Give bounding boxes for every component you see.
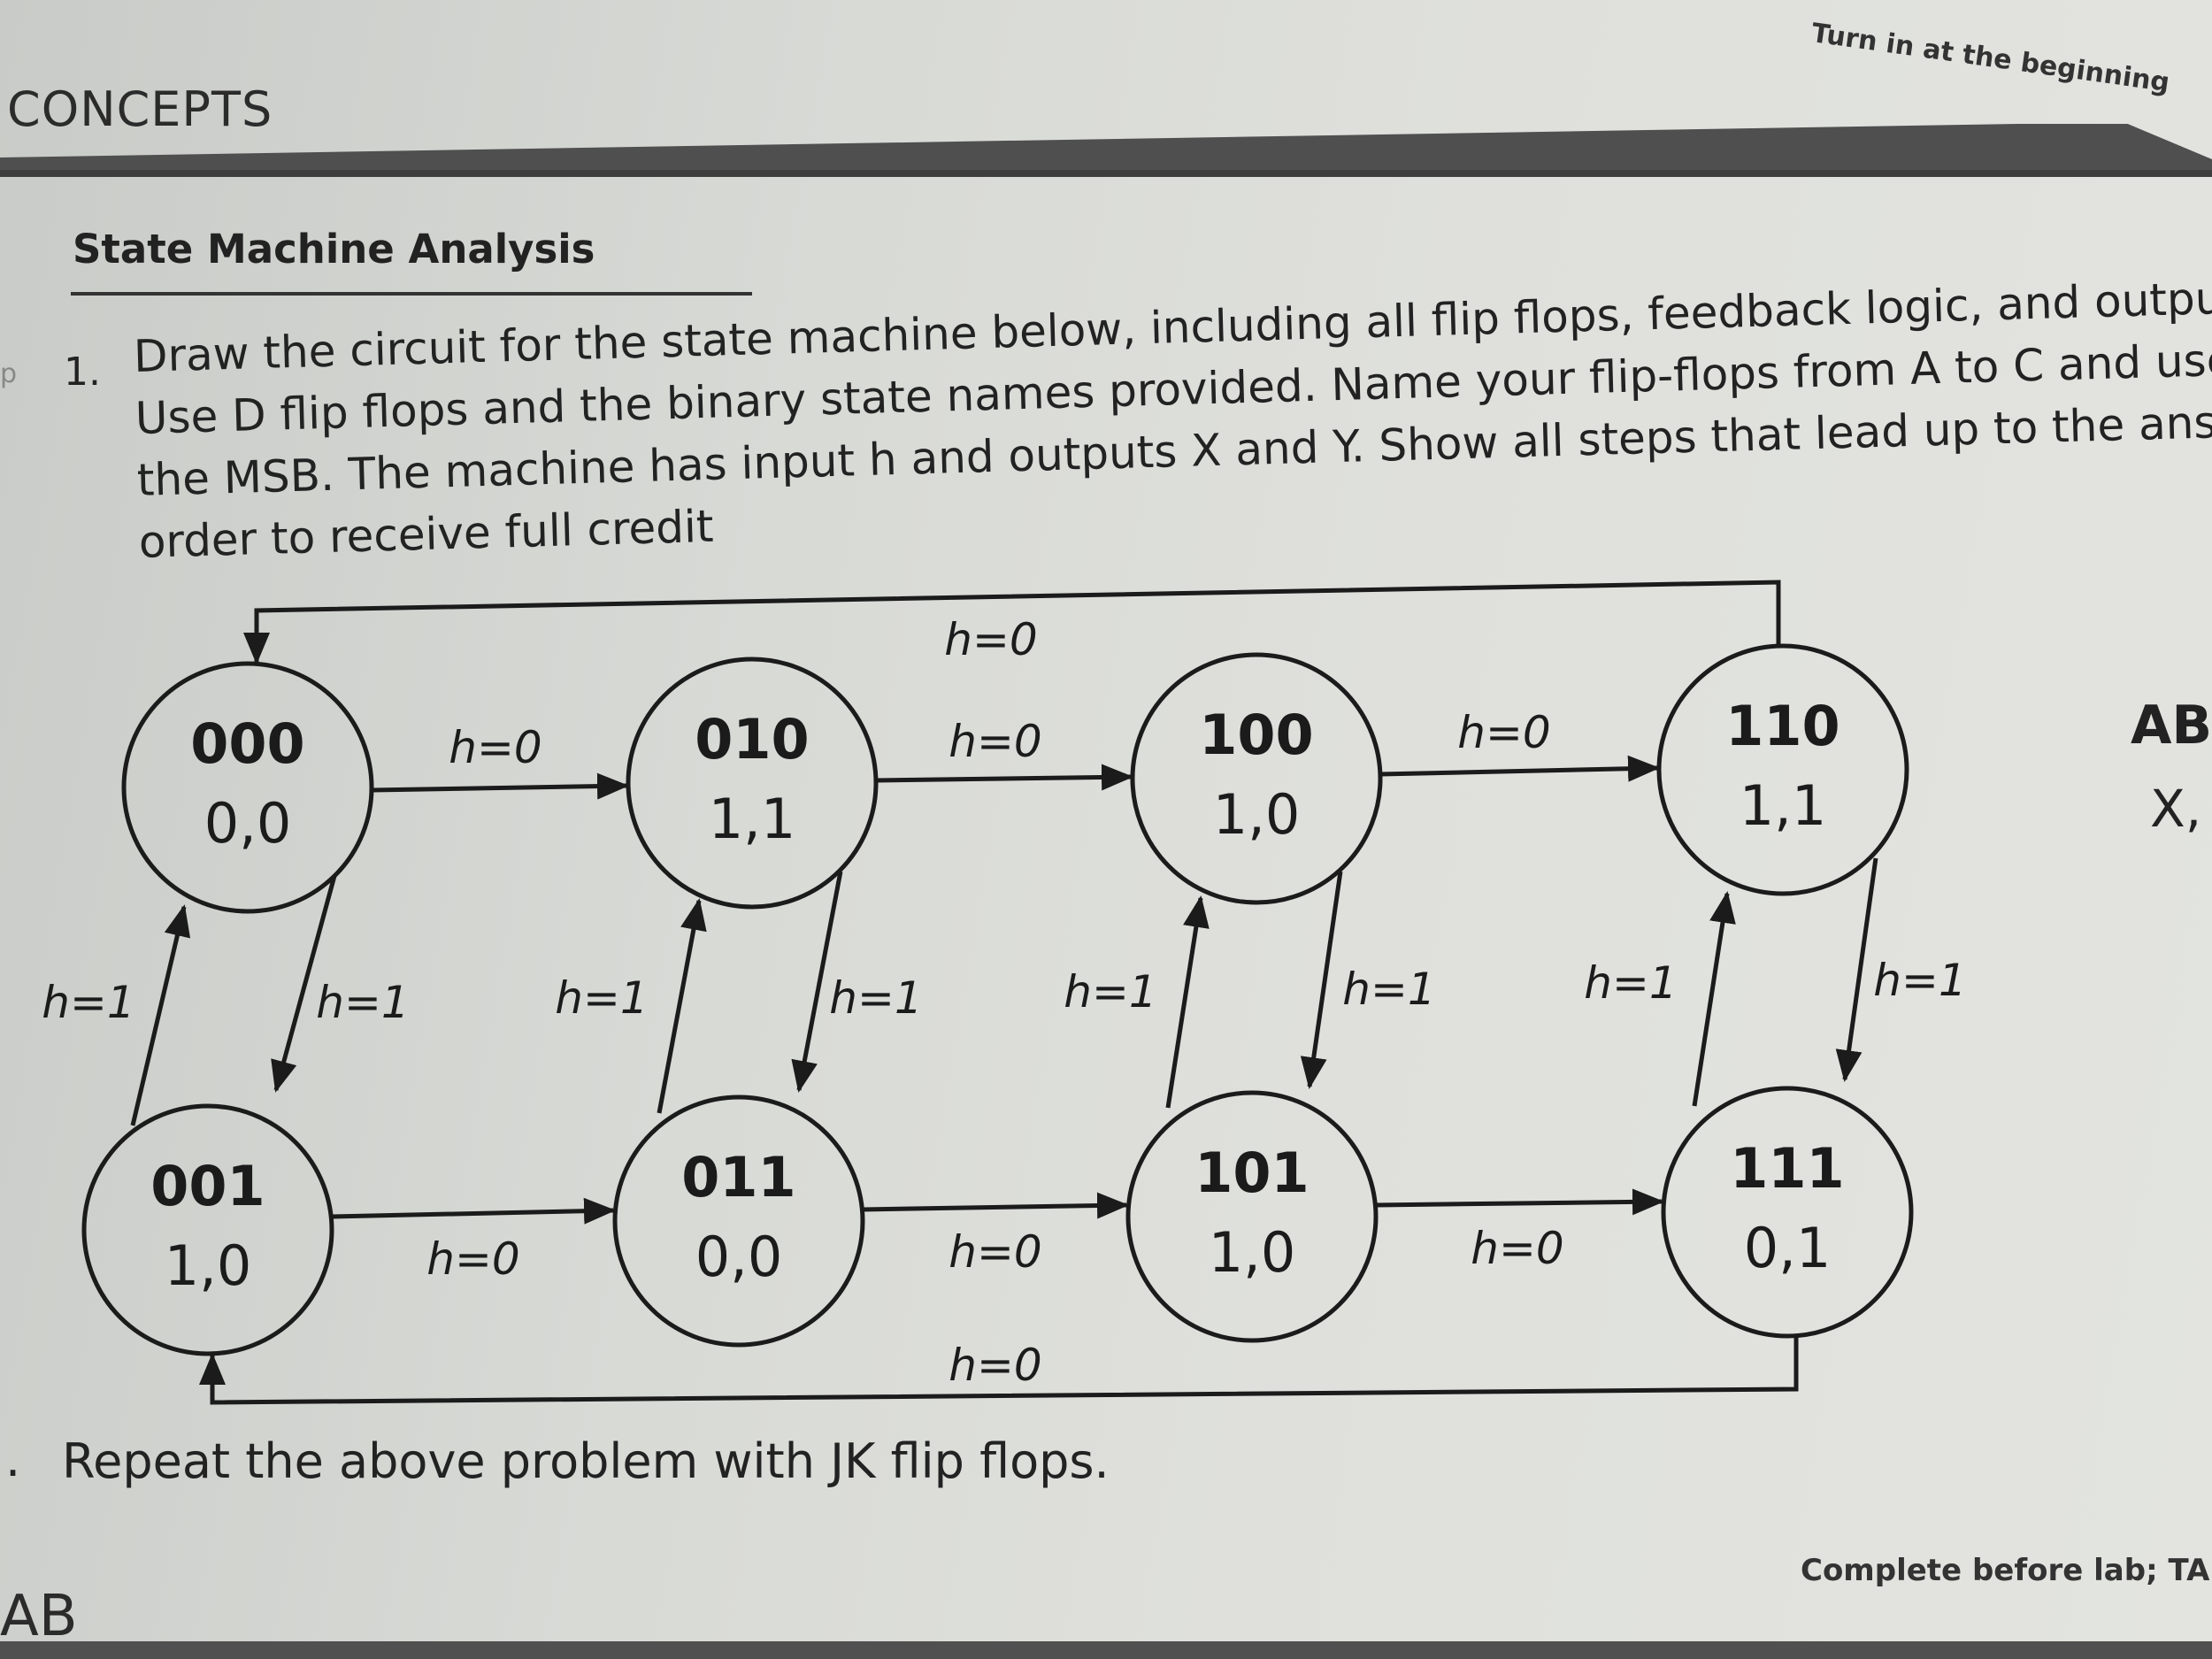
transition-arrow: [875, 764, 1133, 791]
transition-label: h=0: [944, 614, 1037, 665]
transition-label: h=0: [449, 722, 541, 773]
cut-off-text: AB: [2131, 695, 2212, 757]
transition-arrow: [271, 875, 337, 1093]
transition-label: h=1: [1064, 966, 1156, 1018]
state-output: 0,0: [695, 1225, 783, 1289]
state-code: 011: [681, 1145, 795, 1210]
state-output: 0,0: [204, 791, 292, 856]
state-circle: [1130, 652, 1383, 905]
footer-left: AB: [0, 1584, 78, 1649]
state-code: 111: [1730, 1136, 1844, 1201]
transition-label: h=0: [1471, 1223, 1563, 1274]
state-code: 101: [1194, 1141, 1309, 1205]
transition-label: h=0: [949, 1226, 1041, 1278]
transition-label: h=1: [829, 972, 922, 1024]
footer-note: Complete before lab; TA: [1801, 1553, 2210, 1588]
header-band: [0, 124, 2212, 177]
state-output: 1,0: [1209, 1220, 1296, 1285]
transition-label: h=0: [949, 1340, 1041, 1391]
transition-arrow: [862, 1192, 1129, 1219]
state-code: 110: [1725, 694, 1839, 758]
question-2-marker: .: [5, 1432, 21, 1487]
state-circle: [121, 661, 374, 914]
question-2-text: Repeat the above problem with JK flip fl…: [62, 1433, 1110, 1489]
transition-label: h=1: [1342, 964, 1435, 1015]
margin-mark: p: [0, 358, 18, 389]
transition-label: h=1: [1873, 955, 1966, 1006]
state-circle: [626, 657, 879, 910]
transition-arrow: [1375, 1188, 1664, 1216]
transition-label: h=1: [555, 972, 648, 1024]
state-code: 010: [695, 707, 809, 772]
state-output: 1,0: [165, 1233, 252, 1298]
transition-label: h=0: [949, 716, 1041, 767]
state-circle: [1661, 1086, 1914, 1339]
transition-arrow: [243, 580, 1781, 664]
state-output: 1,1: [709, 787, 796, 851]
transition-arrow: [199, 1334, 1799, 1405]
transition-arrow: [1692, 891, 1736, 1107]
cut-off-text: X,: [2150, 779, 2202, 839]
state-circle: [1656, 643, 1909, 896]
transition-arrow: [130, 904, 191, 1126]
transition-arrow: [1165, 895, 1210, 1109]
transition-label: h=0: [426, 1233, 519, 1285]
state-output: 1,1: [1740, 773, 1827, 838]
state-code: 100: [1199, 703, 1313, 767]
transition-arrow: [1300, 871, 1343, 1089]
state-circle: [612, 1094, 865, 1348]
transition-label: h=0: [1457, 707, 1550, 758]
transition-arrow: [331, 1197, 616, 1225]
state-circle: [1125, 1090, 1379, 1343]
title-underline: [71, 292, 752, 296]
transition-arrow: [1379, 755, 1660, 782]
state-output: 0,1: [1744, 1216, 1832, 1280]
state-circle: [81, 1103, 334, 1356]
transition-label: h=1: [316, 977, 409, 1028]
question-number: 1.: [64, 349, 101, 395]
problem-title: State Machine Analysis: [73, 226, 595, 273]
state-code: 000: [190, 711, 304, 776]
footer-band: [0, 1641, 2212, 1659]
state-code: 001: [150, 1154, 265, 1218]
section-heading: CONCEPTS: [7, 81, 273, 137]
transition-arrow: [371, 772, 629, 800]
transition-arrow: [657, 898, 707, 1114]
state-output: 1,0: [1213, 782, 1301, 847]
transition-label: h=1: [1584, 957, 1677, 1009]
transition-arrow: [791, 871, 843, 1093]
transition-arrow: [1835, 857, 1878, 1082]
transition-label: h=1: [42, 977, 134, 1028]
